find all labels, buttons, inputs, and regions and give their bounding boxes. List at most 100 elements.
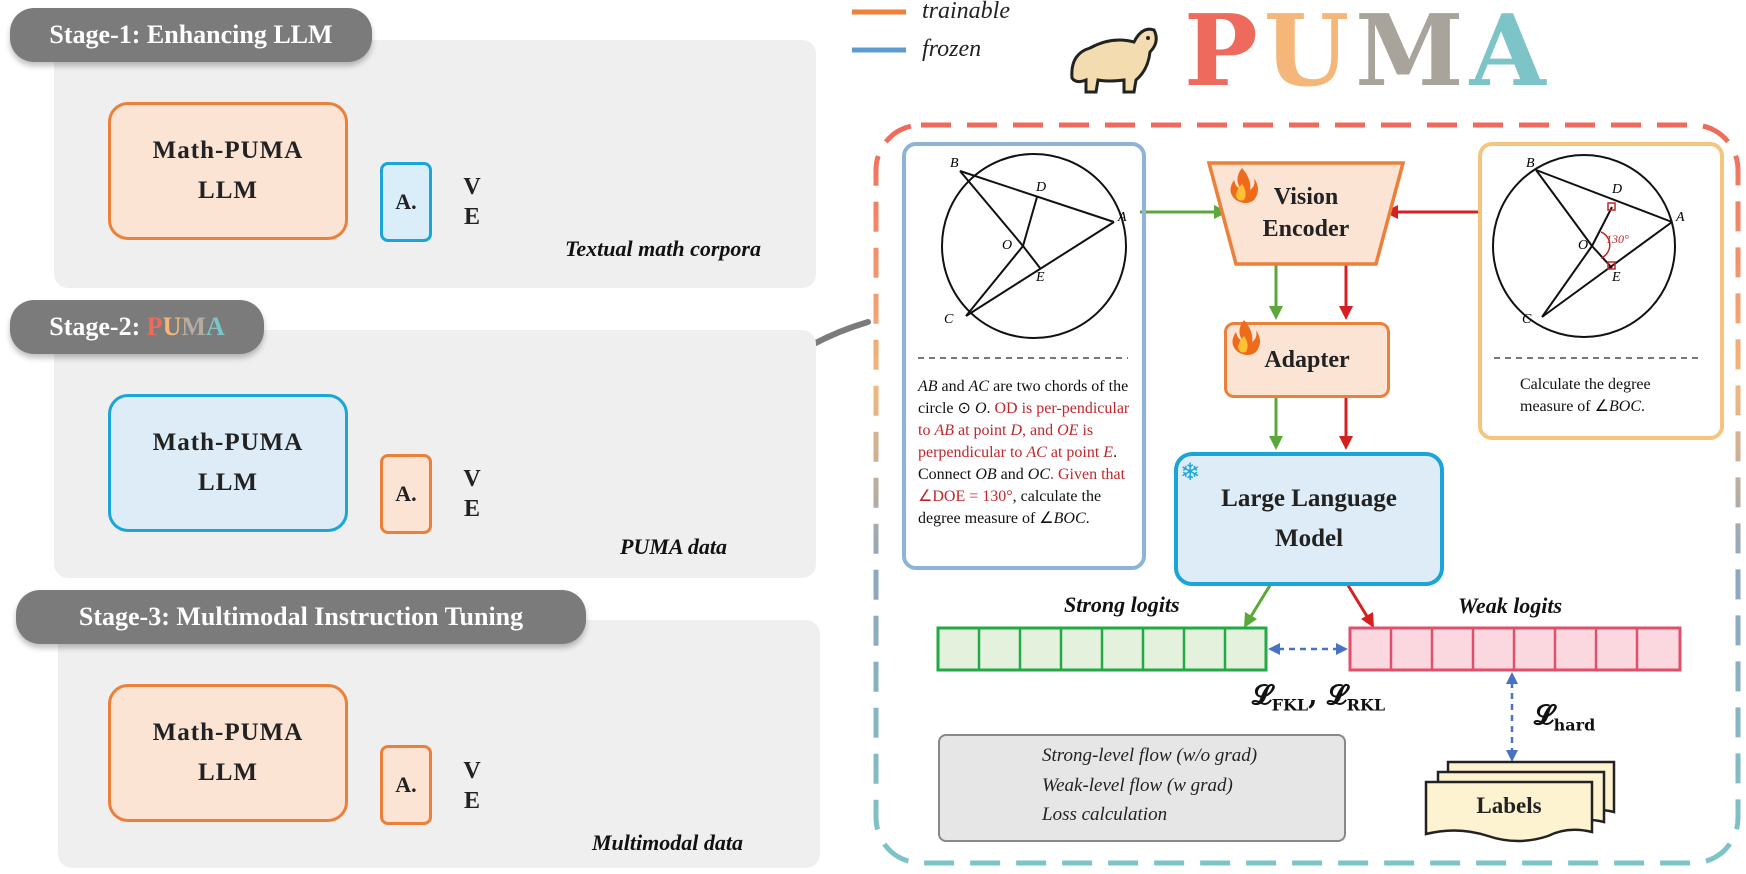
right-geometry-figure [1492, 154, 1676, 338]
legend-strong-label: Strong-level flow (w/o grad) [1042, 745, 1258, 766]
tab-letter: P [146, 312, 163, 341]
weak-logits-label: Weak logits [1458, 593, 1563, 618]
q-span: . [1085, 510, 1090, 527]
loss-sub: FKL [1271, 695, 1309, 715]
flame-icon [1226, 166, 1258, 208]
large-language-model-box: Large Language Model [1174, 452, 1444, 586]
kl-loss-label: 𝓛FKL, 𝓛RKL [1252, 680, 1385, 714]
q-span: , calculate the degree measure of ∠ [918, 488, 1102, 527]
ve-e: E [463, 496, 480, 522]
ve-line: Vision [1273, 184, 1339, 210]
tab-letter: M [181, 312, 206, 341]
llm-name: Math-PUMA [152, 137, 304, 164]
llm-line: Large Language [1221, 485, 1397, 512]
tab-letter: U [162, 312, 182, 341]
stage2-adapter-box: A. [380, 454, 432, 534]
vq-span: measure of ∠ [1520, 398, 1609, 415]
puma-title: P U M A [1184, 0, 1552, 104]
q-span-red: OE [1057, 422, 1079, 439]
vq-span: . [1640, 398, 1645, 415]
point-label: B [1526, 156, 1535, 171]
point-label: O [1578, 238, 1589, 253]
strong-logits-bar [936, 626, 1268, 672]
weak-logits-bar [1348, 626, 1682, 672]
point-label: E [1036, 270, 1045, 285]
left-geometry-figure [941, 153, 1127, 339]
legend-frozen-label: frozen [922, 36, 982, 62]
stage3-llm-box: Math-PUMA LLM [108, 684, 348, 822]
q-span: AC [968, 378, 990, 395]
point-label: C [1522, 312, 1532, 327]
q-span: . Connect [918, 444, 1118, 483]
adapter-box: Adapter [1224, 322, 1390, 398]
legend-loss-label: Loss calculation [1042, 804, 1168, 825]
loss-symbol: 𝓛 [1534, 700, 1554, 731]
strong-logits-label: Strong logits [1064, 592, 1180, 617]
ve-line: Encoder [1262, 216, 1350, 242]
stage3-adapter-box: A. [380, 745, 432, 825]
vq-line-2: measure of ∠BOC. [1520, 396, 1710, 418]
q-span-red: OD is per-pendicular to [918, 400, 1130, 439]
vision-encoder-box: Vision Encoder [1226, 176, 1386, 250]
point-label: A [1676, 210, 1685, 225]
q-span-red: E [1103, 444, 1114, 461]
flow-legend [938, 734, 1346, 842]
stage2-llm-box: Math-PUMA LLM [108, 394, 348, 532]
vq-line: Calculate the degree [1520, 376, 1651, 393]
title-letter: U [1263, 0, 1356, 109]
q-span: and [937, 378, 969, 395]
stage3-tab: Stage-3: Multimodal Instruction Tuning [16, 590, 586, 644]
q-span: and [996, 466, 1028, 483]
llm-suffix: LLM [198, 177, 258, 204]
stage1-adapter-box: A. [380, 162, 432, 242]
llm-line: Model [1274, 525, 1344, 552]
q-span-red: at point [1046, 444, 1104, 461]
stage1-llm-box: Math-PUMA LLM [108, 102, 348, 240]
q-span: AB [918, 378, 938, 395]
q-span-red: is perpendicular to [918, 422, 1094, 461]
flame-icon [1228, 318, 1260, 360]
labels-text: Labels [1476, 793, 1542, 818]
vq-span: BOC [1608, 398, 1641, 415]
stage3-caption: Multimodal data [592, 830, 743, 855]
q-span: are two chords of the circle ⊙ [918, 378, 1129, 417]
legend-weak-label: Weak-level flow (w grad) [1042, 775, 1233, 796]
ve-v: V [463, 174, 481, 200]
stage3-ve-label: V E [452, 756, 492, 816]
legend-trainable-label: trainable [922, 0, 1010, 24]
title-letter: P [1184, 0, 1264, 109]
llm-suffix: LLM [198, 469, 258, 496]
title-letter: M [1355, 0, 1470, 109]
ve-e: E [463, 788, 480, 814]
question-text: AB and AC are two chords of the circle ⊙… [918, 376, 1134, 530]
point-label: A [1118, 210, 1127, 225]
q-span-red: , and [1022, 422, 1058, 439]
stage2-tab-prefix: Stage-2: [49, 312, 147, 341]
angle-label: 130° [1606, 232, 1629, 246]
tab-letter: A [205, 312, 225, 341]
point-label: B [950, 156, 959, 171]
q-span-red: . Given that ∠DOE = 130° [918, 466, 1126, 505]
q-span-red: AC [1026, 444, 1047, 461]
ve-v: V [463, 466, 481, 492]
visual-question-text: Calculate the degree measure of ∠BOC. [1520, 374, 1710, 418]
q-span: . [986, 400, 995, 417]
llm-suffix: LLM [198, 759, 258, 786]
loss-sub: hard [1553, 715, 1596, 735]
stage2-tab: Stage-2: P U M A [10, 300, 264, 354]
ve-v: V [463, 758, 481, 784]
q-span: OC [1027, 466, 1050, 483]
loss-sep: , [1308, 680, 1327, 711]
loss-symbol: 𝓛 [1252, 680, 1272, 711]
title-letter: A [1469, 0, 1552, 109]
point-label: O [1002, 238, 1013, 253]
q-span-red: AB [934, 422, 954, 439]
visual-question-panel [1478, 142, 1724, 440]
loss-sub: RKL [1346, 695, 1386, 715]
point-label: C [944, 312, 954, 327]
hard-loss-label: 𝓛hard [1534, 700, 1595, 734]
loss-symbol: 𝓛 [1326, 680, 1347, 711]
stage1-tab: Stage-1: Enhancing LLM [10, 8, 372, 62]
question-image-panel [902, 142, 1146, 570]
stage2-ve-label: V E [452, 464, 492, 524]
